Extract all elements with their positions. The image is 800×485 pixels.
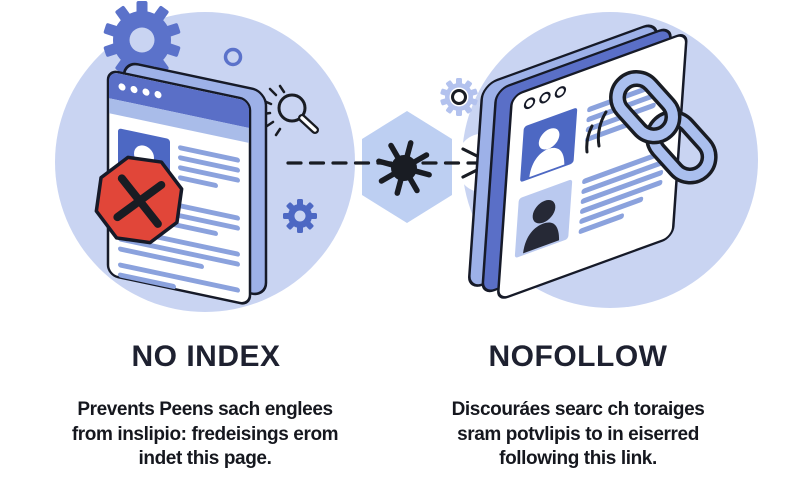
right-description-line: sram potvlipis to in eiserred <box>457 423 699 445</box>
illustration <box>55 1 758 312</box>
titlebar <box>109 73 249 128</box>
left-heading: NO INDEX <box>131 340 281 373</box>
window-dots <box>523 86 567 110</box>
window-dots <box>118 83 162 99</box>
x-mark-icon <box>113 174 166 228</box>
gear-outline-icon <box>440 78 478 116</box>
right-description: Discouráes searc ch toraiges sram potvli… <box>406 398 750 472</box>
gear-icon-small <box>283 199 317 233</box>
left-description-line: Prevents Peens sach englees <box>77 399 333 420</box>
chain-link-icon <box>609 70 718 185</box>
motion-lines-icon <box>585 110 608 154</box>
right-description-line: following this link. <box>499 448 657 469</box>
ring-icon <box>223 47 243 67</box>
magnifier-icon <box>261 84 319 137</box>
user-avatar-icon <box>529 128 565 178</box>
left-description: Prevents Peens sach englees from inslipi… <box>33 398 377 472</box>
left-description-line: from inslipio: fredeisings erom <box>71 423 339 445</box>
right-browser-window <box>468 24 688 299</box>
text-lines <box>578 150 665 234</box>
starburst-icon <box>376 140 432 196</box>
left-description-line: indet this page. <box>138 448 272 469</box>
woman-avatar-icon <box>523 199 560 254</box>
right-description-line: Discouráes searc ch toraiges <box>451 399 705 420</box>
stop-x-icon <box>94 155 184 245</box>
right-heading: NOFOLLOW <box>488 340 668 373</box>
gear-icon-large <box>103 1 181 79</box>
